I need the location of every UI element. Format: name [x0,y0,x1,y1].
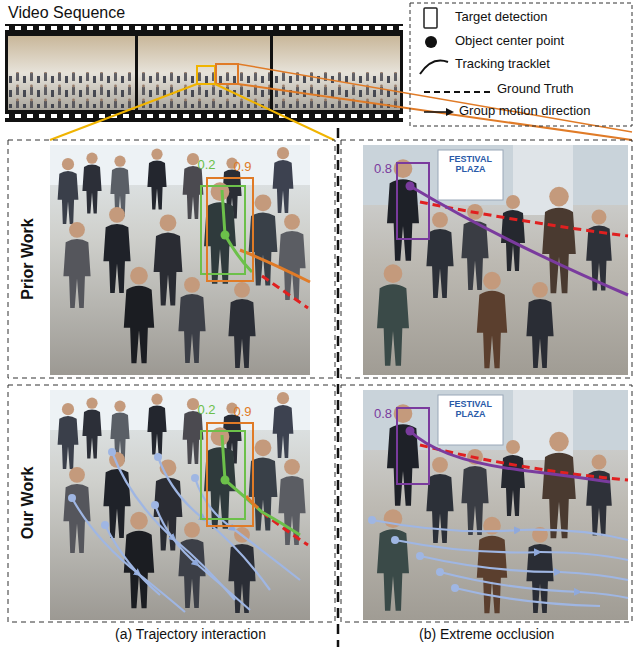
legend-text: Object center point [455,34,564,49]
detection-box: 0.9 [206,177,254,282]
sign-text: FESTIVAL PLAZA [438,399,503,420]
legend-text: Target detection [455,10,548,25]
subfigure-caption: (b) Extreme occlusion [419,626,554,642]
subfigure-caption: (a) Trajectory interaction [115,626,266,642]
legend-text: Ground Truth [497,82,574,97]
confidence-score: 0.2 [198,158,216,173]
sign-text: FESTIVAL PLAZA [438,154,503,175]
legend-text: Tracking tracklet [455,57,550,72]
confidence-score: 0.9 [234,405,252,420]
confidence-score: 0.8 [374,407,392,422]
figure-title: Video Sequence [8,4,125,22]
confidence-score: 0.2 [198,403,216,418]
confidence-score: 0.9 [234,160,252,175]
detection-box: 0.8 [396,407,430,485]
detection-box: 0.9 [206,422,254,527]
legend-text: Group motion direction [459,104,591,119]
row-label: Our Work [19,467,37,540]
row-label: Prior Work [19,218,37,300]
detection-box: 0.8 [396,162,430,240]
confidence-score: 0.8 [374,162,392,177]
